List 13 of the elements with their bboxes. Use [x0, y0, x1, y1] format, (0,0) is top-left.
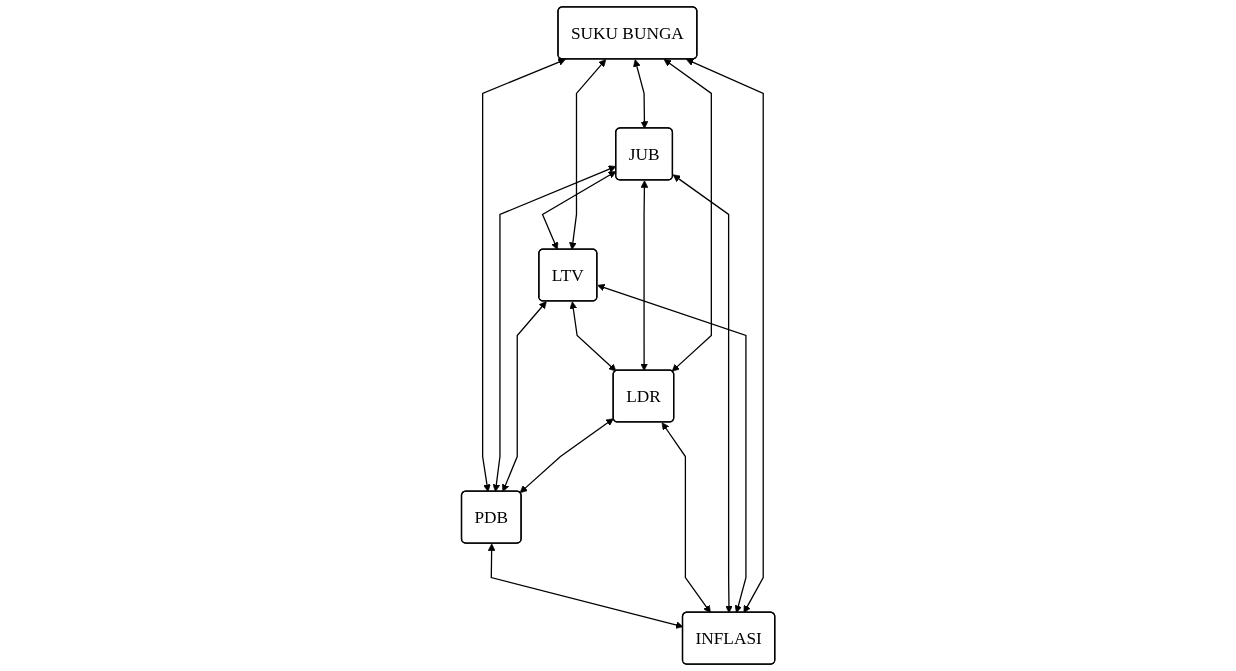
- arrow: [492, 165, 617, 492]
- arrow: [519, 418, 614, 494]
- arrow: [633, 59, 649, 129]
- arrow: [640, 180, 649, 371]
- arrow: [501, 301, 547, 492]
- arrow: [661, 422, 711, 613]
- arrow: [672, 174, 733, 613]
- arrow: [568, 59, 606, 250]
- arrow: [597, 283, 747, 613]
- arrow: [663, 59, 712, 372]
- arrow: [685, 58, 764, 613]
- arrow: [481, 58, 566, 492]
- arrow: [569, 301, 617, 372]
